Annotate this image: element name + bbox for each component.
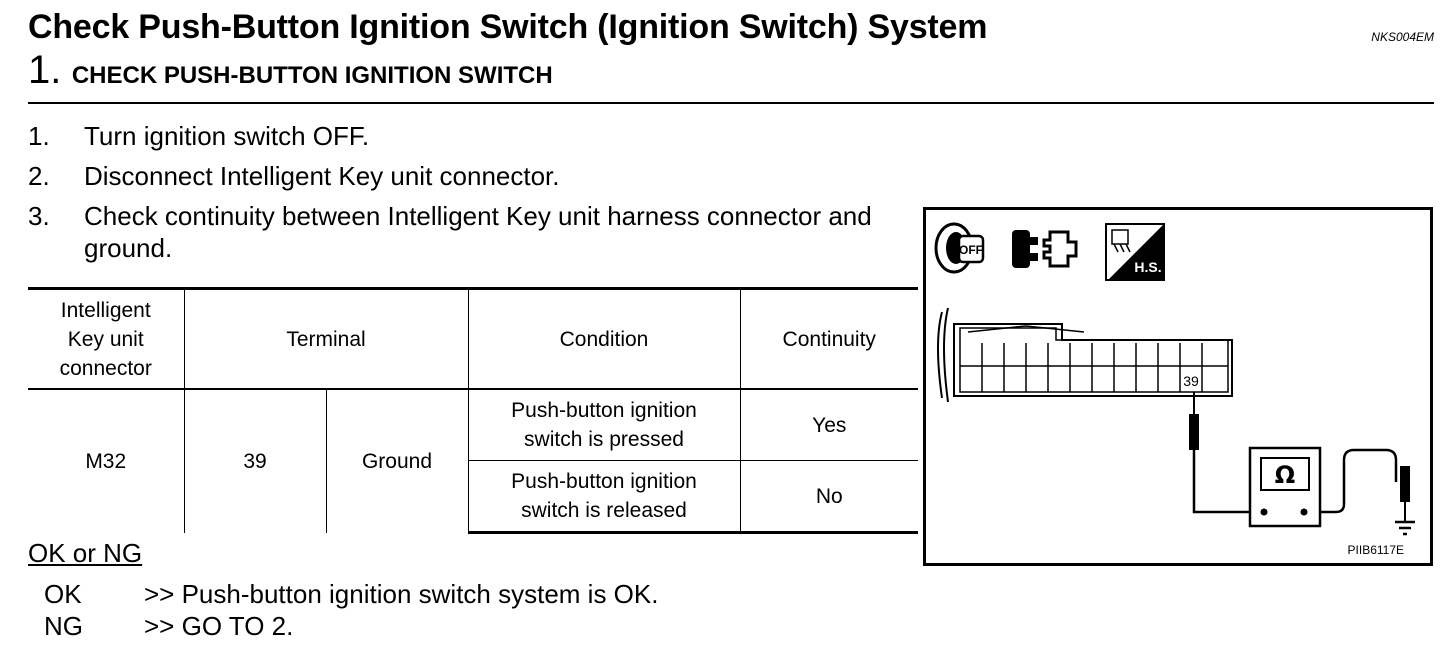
cell-condition: Push-button ignition switch is released: [468, 460, 741, 534]
document-id: NKS004EM: [1371, 30, 1434, 44]
heading-divider: [28, 102, 1434, 104]
cell-condition: Push-button ignition switch is pressed: [467, 389, 741, 461]
ohm-symbol: Ω: [1275, 461, 1295, 489]
diagram-svg: OFF H.S.: [934, 222, 1415, 536]
connector-body: [937, 307, 1233, 403]
list-item: 1. Turn ignition switch OFF.: [28, 120, 928, 152]
result-value: >> GO TO 2.: [144, 611, 294, 641]
instruction-text: Check continuity between Intelligent Key…: [84, 201, 872, 263]
step-number: 1.: [28, 48, 62, 92]
harness-side-label: H.S.: [1134, 259, 1161, 275]
instruction-number: 1.: [28, 121, 50, 151]
header-connector: Intelligent Key unit connector: [28, 287, 185, 390]
disconnect-connector-icon: [1012, 230, 1078, 268]
wiring-diagram: OFF H.S.: [923, 207, 1433, 566]
table-row: M32 39 Ground Push-button ignition switc…: [28, 389, 918, 533]
connector-pin-grid: 39: [960, 343, 1228, 392]
off-label: OFF: [959, 243, 983, 257]
multimeter: Ω: [1248, 446, 1322, 528]
header-terminal: Terminal: [183, 287, 469, 390]
continuity-table: Intelligent Key unit connector Terminal …: [28, 287, 918, 534]
terminal-39-label: 39: [1183, 373, 1199, 389]
list-item: 3. Check continuity between Intelligent …: [28, 200, 928, 264]
figure-id: PIIB6117E: [1347, 543, 1404, 557]
result-heading: OK or NG: [28, 538, 143, 568]
instruction-number: 3.: [28, 201, 50, 231]
ignition-off-icon: OFF: [934, 222, 985, 274]
step-title: CHECK PUSH-BUTTON IGNITION SWITCH: [71, 62, 553, 89]
probe-wire: [1189, 392, 1398, 514]
result-key: NG: [44, 611, 83, 641]
header-condition: Condition: [467, 287, 741, 390]
page-title: Check Push-Button Ignition Switch (Ignit…: [28, 8, 988, 46]
cell-continuity: Yes: [739, 389, 918, 461]
result-list: OK >> Push-button ignition switch system…: [44, 578, 658, 642]
instruction-text: Turn ignition switch OFF.: [84, 121, 370, 151]
result-value: >> Push-button ignition switch system is…: [144, 579, 659, 609]
cell-terminal-to: Ground: [325, 389, 469, 533]
list-item: NG >> GO TO 2.: [44, 610, 658, 642]
result-key: OK: [44, 579, 82, 609]
ground-probe: [1400, 466, 1410, 522]
instruction-list: 1. Turn ignition switch OFF. 2. Disconne…: [28, 120, 928, 272]
ground-icon: [1395, 520, 1415, 536]
table-row: Push-button ignition switch is released …: [28, 460, 918, 534]
list-item: OK >> Push-button ignition switch system…: [44, 578, 658, 610]
cell-terminal-from: 39: [183, 389, 327, 533]
header-continuity: Continuity: [739, 287, 918, 390]
step-heading: 1. CHECK PUSH-BUTTON IGNITION SWITCH: [28, 48, 553, 93]
instruction-text: Disconnect Intelligent Key unit connecto…: [84, 161, 560, 191]
cell-continuity: No: [739, 460, 918, 534]
table-header-row: Intelligent Key unit connector Terminal …: [28, 287, 918, 390]
cell-connector: M32: [28, 389, 185, 533]
harness-side-icon: H.S.: [1105, 223, 1165, 281]
instruction-number: 2.: [28, 161, 50, 191]
list-item: 2. Disconnect Intelligent Key unit conne…: [28, 160, 928, 192]
